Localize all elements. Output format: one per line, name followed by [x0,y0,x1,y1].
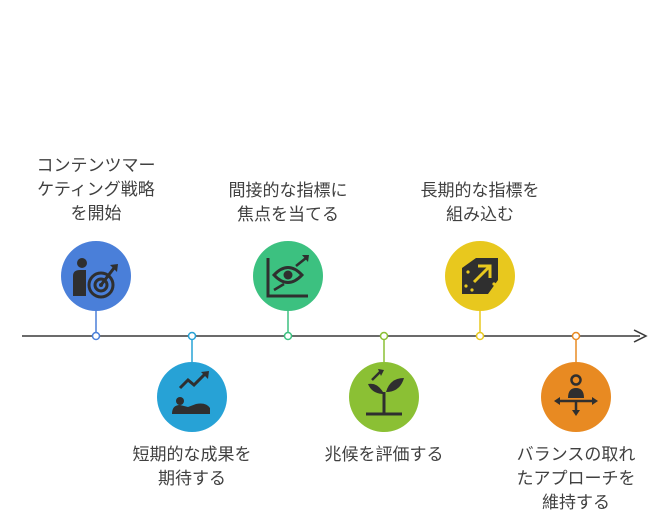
step-1-label: コンテンツマー ケティング戦略 を開始 [36,156,156,224]
person-arrows-icon [554,374,598,416]
step-2 [157,331,227,432]
step-3 [253,241,323,341]
step-3-dot [283,331,293,341]
trend-handshake-icon [172,371,210,414]
eye-chart-icon [266,255,309,298]
step-5 [445,241,515,341]
step-4-label: 兆候を評価する [324,445,444,465]
step-1 [61,241,131,341]
sprout-icon [366,369,404,416]
step-2-circle [157,362,227,432]
step-1-dot [91,331,101,341]
step-6 [541,331,611,432]
step-1-circle [61,241,131,311]
puzzle-arrow-icon [462,258,498,294]
step-3-label: 間接的な指標に 焦点を当てる [228,181,348,225]
target-icon [73,258,118,299]
timeline-arrowhead [633,329,648,343]
step-6-label: バランスの取れ たアプローチを 維持する [516,445,636,513]
step-2-dot [187,331,197,341]
step-5-dot [475,331,485,341]
step-6-dot [571,331,581,341]
step-4 [349,331,419,432]
step-4-dot [379,331,389,341]
step-5-label: 長期的な指標を 組み込む [420,181,540,225]
step-2-label: 短期的な成果を 期待する [132,445,252,489]
